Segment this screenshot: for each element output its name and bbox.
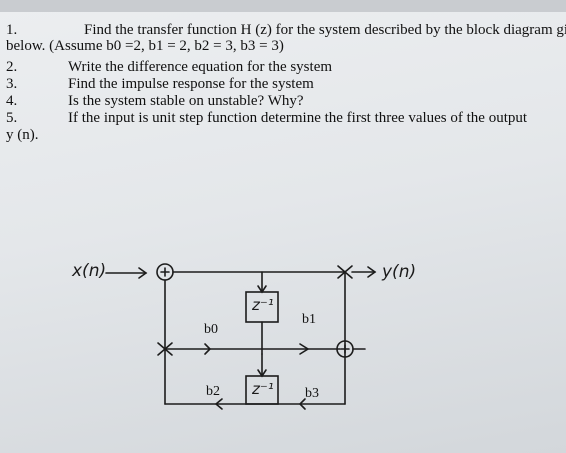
q1-line1: Find the transfer function H (z) for the…: [84, 22, 566, 38]
coefficient-b3: b3: [305, 386, 319, 401]
top-edge: [0, 0, 566, 12]
q4-number: 4.: [6, 93, 18, 109]
input-arrowhead: [138, 267, 148, 279]
q4-text: Is the system stable on unstable? Why?: [68, 93, 304, 109]
q1-line2: below. (Assume b0 =2, b1 = 2, b2 = 3, b3…: [6, 38, 284, 54]
q2-number: 2.: [6, 59, 18, 75]
coefficient-b2: b2: [206, 384, 220, 399]
q5-text: If the input is unit step function deter…: [68, 110, 528, 126]
q1-number: 1.: [6, 22, 18, 38]
q5-continuation: y (n).: [6, 127, 39, 143]
q5-number: 5.: [6, 110, 18, 126]
q2-text: Write the difference equation for the sy…: [68, 59, 333, 75]
input-label: x(n): [72, 261, 107, 281]
output-label: y(n): [382, 262, 417, 282]
coefficient-b1: b1: [302, 312, 316, 327]
delay-2-label: z⁻¹: [252, 380, 274, 398]
output-arrowhead: [367, 266, 377, 278]
coefficient-b0: b0: [204, 322, 218, 337]
q3-text: Find the impulse response for the system: [68, 76, 314, 92]
q3-number: 3.: [6, 76, 18, 92]
delay-1-label: z⁻¹: [252, 296, 274, 314]
